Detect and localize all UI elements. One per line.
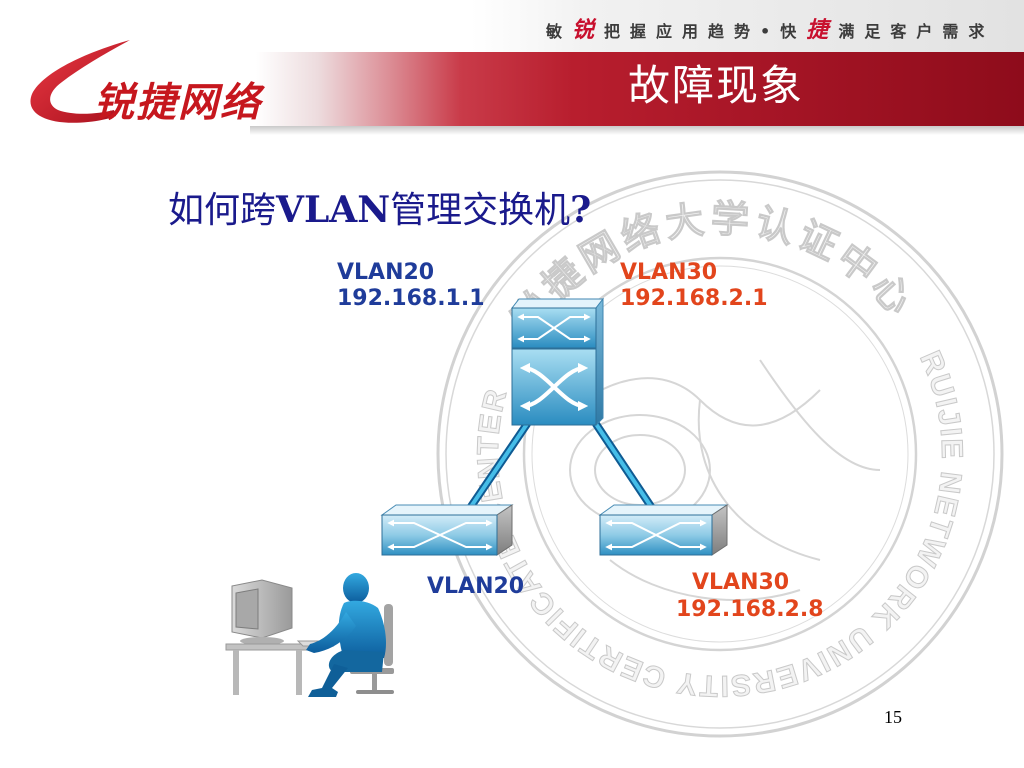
routing-arrows: [519, 362, 589, 412]
switching-arrows: [605, 519, 707, 551]
computer-icon: [225, 579, 335, 695]
link-core-to-left-switch: [466, 420, 531, 512]
slogan: 敏锐把握应用趋势•快捷满足客户需求: [546, 16, 994, 46]
slogan-accent: 捷: [806, 18, 839, 43]
monitor-screen: [235, 588, 259, 630]
right-host-ip-label: 192.168.2.8: [676, 597, 824, 623]
slogan-segment: 快: [780, 22, 807, 41]
slogan-segment: 把握应用趋势: [604, 22, 761, 41]
core-vlan20-label: VLAN20 192.168.1.1: [337, 260, 485, 312]
seal-inner-ring: [522, 256, 918, 652]
seal-outer-ring: [445, 179, 995, 729]
vlan-name: VLAN30: [692, 570, 790, 595]
vlan-name: VLAN20: [427, 574, 525, 599]
left-switch-top-face: [380, 504, 514, 516]
person-head: [343, 573, 369, 603]
person-arm: [306, 612, 356, 653]
question-heading: 如何跨VLAN管理交换机?: [168, 188, 591, 233]
right-switch-vlan-label: VLAN30: [692, 570, 789, 596]
ruijie-swoosh-icon: [30, 40, 130, 123]
slogan-segment: 满足客户需求: [838, 22, 995, 41]
slogan-separator: •: [760, 22, 781, 41]
left-switch-vlan-label: VLAN20: [427, 574, 524, 600]
core-switch-top-face: [510, 298, 605, 309]
logo-swoosh-shape: [30, 40, 130, 123]
person-lower-leg: [308, 664, 348, 697]
question-prefix: 如何跨: [168, 190, 277, 231]
slogan-segment: 敏: [546, 22, 573, 41]
switch-icon: [380, 504, 514, 556]
desk-top: [225, 643, 311, 651]
core-vlan30-label: VLAN30 192.168.2.1: [620, 260, 768, 312]
user-workstation: [225, 573, 394, 697]
title-band-shadow: [250, 126, 1024, 135]
core-switch-side: [595, 297, 604, 427]
person-icon: [306, 573, 394, 697]
switching-arrows: [387, 519, 493, 551]
desk-leg: [296, 650, 302, 695]
multilayer-switch-icon: [510, 297, 605, 427]
vlan-name: VLAN30: [620, 260, 718, 285]
ip-address: 192.168.2.8: [676, 597, 824, 622]
link-core-to-right-switch: [592, 420, 656, 512]
desk-leg: [233, 650, 239, 695]
question-mark: ?: [570, 189, 592, 231]
monitor-stand: [240, 637, 284, 645]
switch-icon: [598, 504, 729, 556]
question-suffix: 管理交换机: [390, 190, 571, 231]
ip-address: 192.168.1.1: [337, 286, 485, 311]
seal-inner-ring: [531, 265, 909, 643]
right-switch-top-face: [598, 504, 729, 516]
slogan-accent: 锐: [572, 18, 605, 43]
person-torso: [338, 600, 386, 660]
slide-title: 故障现象: [628, 61, 805, 110]
ip-address: 192.168.2.1: [620, 286, 768, 311]
header-top-strip: [0, 0, 1024, 52]
chair-back: [384, 604, 393, 666]
title-band: [0, 52, 1024, 126]
logo-text: 锐捷网络: [94, 80, 262, 126]
question-term: VLAN: [276, 189, 391, 231]
chair-post: [372, 674, 377, 691]
chair-base: [356, 690, 394, 694]
page-number: 15: [884, 707, 902, 727]
seal-outer-ring: [436, 170, 1004, 738]
vlan-name: VLAN20: [337, 260, 435, 285]
switching-arrows: [517, 313, 591, 343]
